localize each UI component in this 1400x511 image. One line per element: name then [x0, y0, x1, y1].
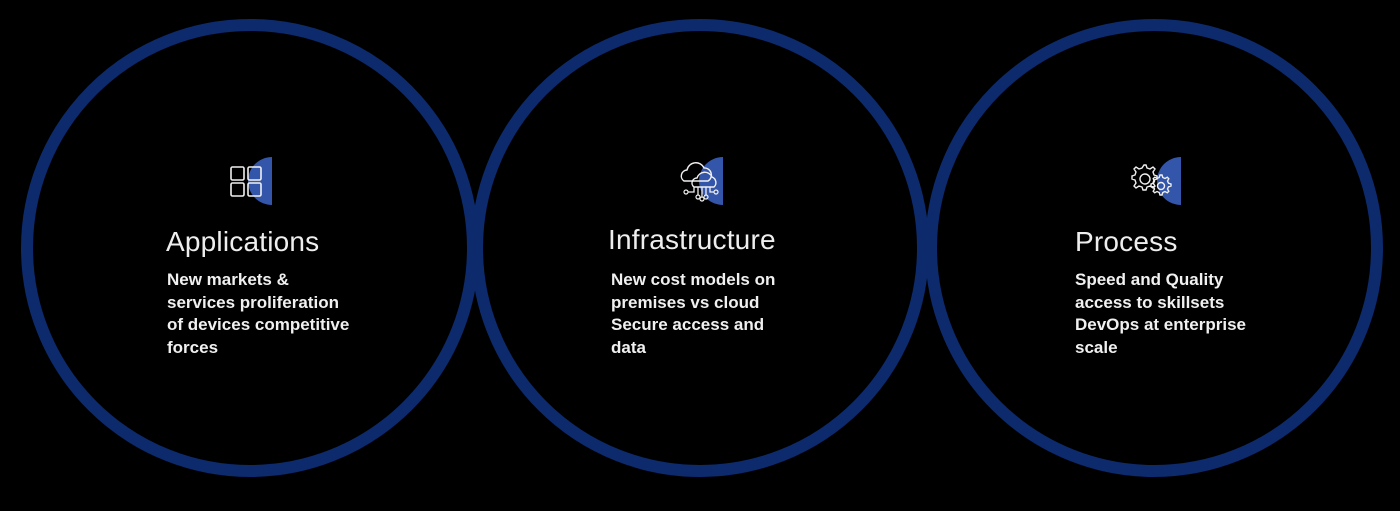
gears-icon [1128, 157, 1181, 205]
cloud-network-icon [676, 157, 723, 205]
apps-grid-icon [228, 157, 274, 205]
applications-title: Applications [166, 226, 320, 257]
applications-description: New markets & services proliferation of … [167, 270, 350, 357]
infrastructure-description: New cost models on premises vs cloud Sec… [611, 270, 776, 357]
process-description: Speed and Quality access to skillsets De… [1075, 270, 1247, 357]
process-title: Process [1075, 226, 1178, 257]
infrastructure-title: Infrastructure [608, 224, 776, 255]
